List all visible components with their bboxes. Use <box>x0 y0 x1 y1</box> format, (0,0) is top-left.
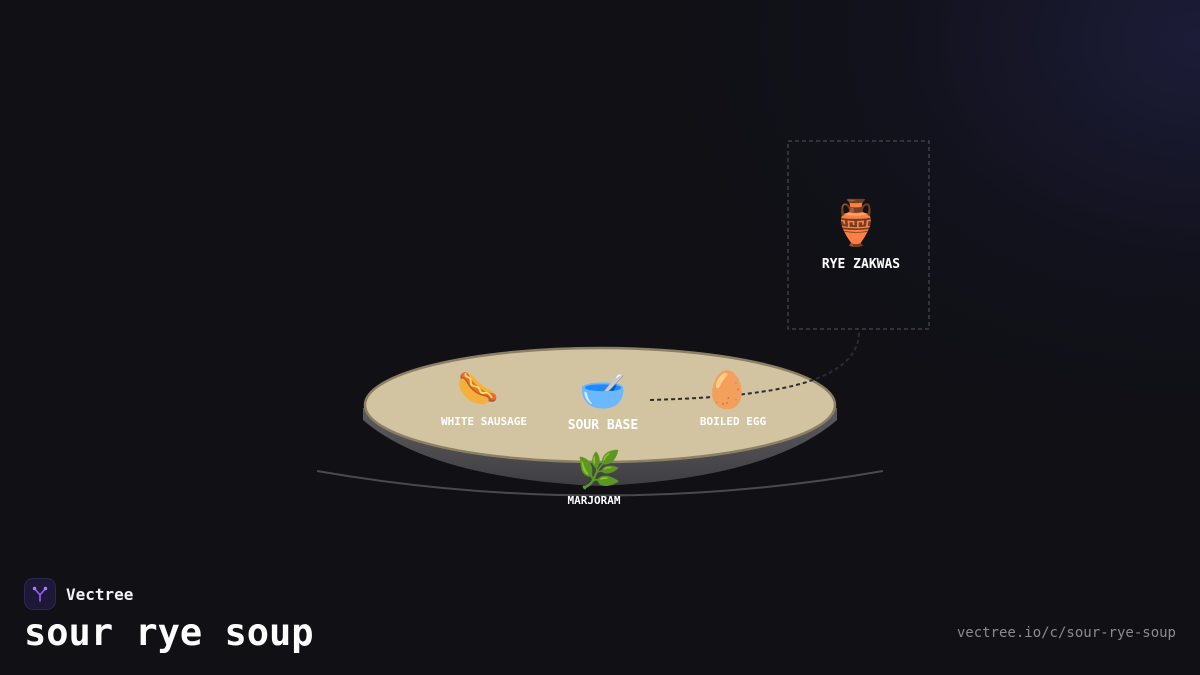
brand-name: Vectree <box>66 584 134 604</box>
node-label-sour-base: SOUR BASE <box>568 418 638 433</box>
brand[interactable]: Vectree <box>24 577 133 611</box>
page-title: sour rye soup <box>24 611 314 654</box>
node-label-marjoram: MARJORAM <box>568 494 621 507</box>
node-label-rye-zakwas: RYE ZAKWAS <box>822 257 900 272</box>
node-white-sausage[interactable]: 🌭 WHITE SAUSAGE <box>441 369 527 428</box>
node-marjoram[interactable]: 🌿 MARJORAM <box>568 449 622 507</box>
node-boiled-egg[interactable]: 🥚 BOILED EGG <box>700 369 767 428</box>
node-rye-zakwas[interactable]: 🏺 RYE ZAKWAS <box>822 198 900 272</box>
node-label-boiled-egg: BOILED EGG <box>700 415 767 428</box>
herb-icon: 🌿 <box>577 449 622 491</box>
bowl-surface <box>363 346 837 464</box>
rye-zakwas-container <box>787 140 930 330</box>
tree-branch-logo-icon <box>24 578 56 610</box>
hot-dog-icon: 🌭 <box>457 369 499 409</box>
node-sour-base[interactable]: 🥣 SOUR BASE <box>568 369 638 433</box>
egg-icon: 🥚 <box>705 369 750 411</box>
page-url[interactable]: vectree.io/c/sour-rye-soup <box>956 625 1176 641</box>
node-label-white-sausage: WHITE SAUSAGE <box>441 415 527 428</box>
link-sour-base-to-rye-zakwas <box>649 330 861 401</box>
bowl-base-line <box>316 470 884 497</box>
amphora-icon: 🏺 <box>829 198 884 249</box>
bowl-with-spoon-icon: 🥣 <box>579 369 626 413</box>
